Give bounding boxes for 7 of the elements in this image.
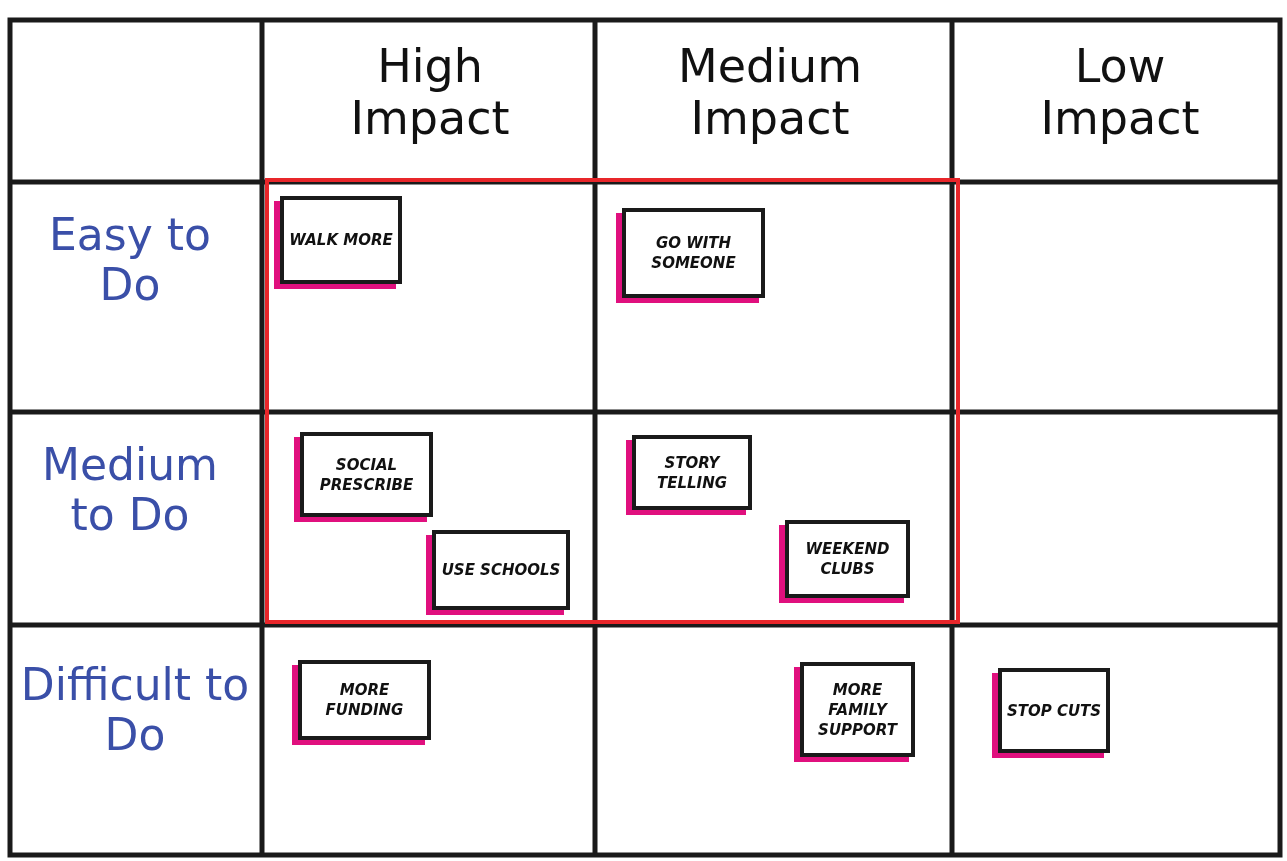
column-header: High Impact	[349, 40, 511, 144]
highlight-frame	[265, 178, 960, 624]
column-header: Medium Impact	[677, 40, 863, 144]
row-header: Medium to Do	[41, 440, 219, 540]
row-header: Easy to Do	[48, 210, 212, 310]
row-header: Difficult to Do	[19, 660, 251, 760]
column-header: Low Impact	[1039, 40, 1201, 144]
